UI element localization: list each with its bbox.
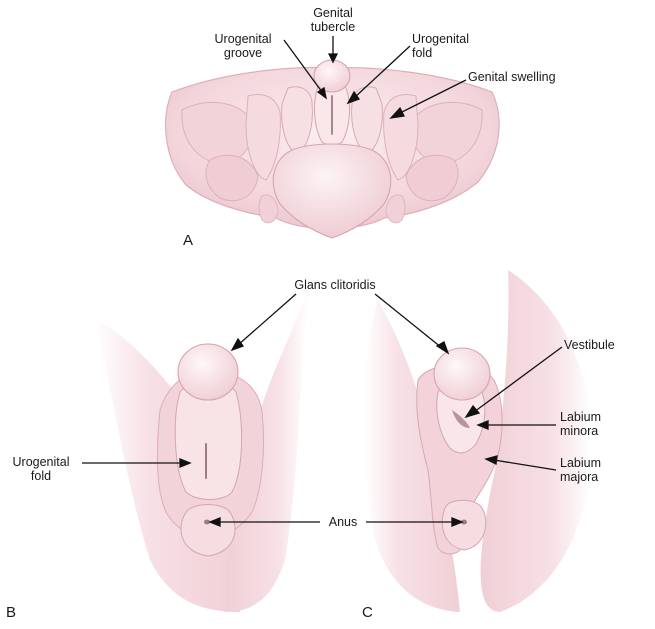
panel-b-flank-right <box>224 292 308 612</box>
arrowhead <box>346 90 361 105</box>
arrowhead <box>484 455 498 465</box>
label-glans-clitoridis: Glans clitoridis <box>294 278 376 292</box>
leader-vestibule <box>473 346 563 413</box>
label-urogenital-fold-a: Urogenital fold <box>412 32 469 60</box>
leader-urogenital-fold-a <box>353 45 411 99</box>
panel-a-right-lobe-2 <box>405 154 459 202</box>
leader-labium-majora <box>493 459 557 471</box>
label-urogenital-groove: Urogenital groove <box>214 32 272 60</box>
panel-c-vestibule <box>452 410 470 428</box>
arrowhead <box>179 458 192 468</box>
panel-letter-c: C <box>362 604 373 621</box>
panel-a-left-lobe <box>181 101 253 165</box>
panel-b-glans <box>177 343 239 401</box>
leader-genital-swelling <box>397 79 467 115</box>
panel-letter-b: B <box>6 604 17 621</box>
label-labium-minora: Labium minora <box>560 410 601 438</box>
panel-b-drawing <box>95 292 308 612</box>
panel-c-anal-region <box>441 499 487 551</box>
arrowhead <box>476 420 489 430</box>
panel-a-central-mass <box>272 143 392 239</box>
panel-c-glans <box>433 347 491 401</box>
arrowhead <box>464 404 481 419</box>
leader-glans-b <box>237 293 297 346</box>
panel-a-genital-swelling-right <box>351 86 383 155</box>
label-vestibule: Vestibule <box>564 338 615 352</box>
leader-glans-c <box>374 293 443 349</box>
panel-c-flank-right <box>480 270 592 612</box>
leader-lines <box>82 36 563 527</box>
label-genital-tubercle: Genital tubercle <box>310 6 356 34</box>
label-genital-swelling: Genital swelling <box>468 70 556 84</box>
arrowhead <box>316 86 327 100</box>
panel-b-anal-region <box>180 504 236 557</box>
arrowhead <box>389 106 405 119</box>
label-urogenital-fold-b: Urogenital fold <box>12 455 70 483</box>
panel-a-genital-tubercle <box>313 59 351 93</box>
panel-b-anus <box>204 519 210 525</box>
arrowhead <box>230 337 245 352</box>
panel-a-left-ridge <box>245 94 281 181</box>
panel-a-drawing <box>165 59 500 239</box>
panel-c-anus <box>461 519 467 525</box>
label-labium-majora: Labium majora <box>560 456 601 484</box>
leader-urogenital-groove <box>283 39 323 93</box>
panel-letter-a: A <box>183 232 194 249</box>
panel-a-side-lower-left <box>258 194 279 224</box>
arrowhead <box>327 53 339 64</box>
panel-a-side-lower-right <box>385 194 406 224</box>
label-anus: Anus <box>328 515 358 529</box>
panel-c-drawing <box>364 270 592 612</box>
panel-a-left-lobe-2 <box>205 154 259 202</box>
panel-a-right-lobe <box>411 101 483 165</box>
arrowhead <box>435 341 450 355</box>
arrowhead <box>451 517 464 527</box>
arrowhead <box>208 517 221 527</box>
panel-a-genital-swelling-left <box>281 86 313 155</box>
